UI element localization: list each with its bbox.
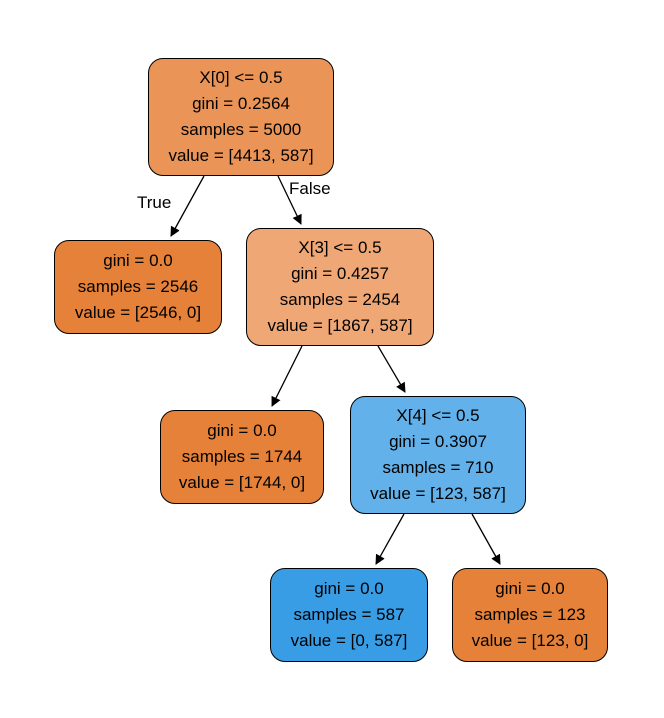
edge-rr-rrr — [471, 513, 501, 565]
node-text-line: value = [2546, 0] — [74, 303, 202, 322]
node-text-line: value = [4413, 587] — [168, 146, 314, 165]
node-text-line: value = [123, 0] — [471, 631, 589, 650]
node-text-line: samples = 123 — [474, 605, 586, 624]
node-text-line: samples = 710 — [382, 458, 494, 477]
node-text-line: samples = 587 — [293, 605, 405, 624]
node-text-line: gini = 0.0 — [495, 579, 565, 598]
edge-rr-rrl — [375, 513, 405, 565]
node-text-line: samples = 2454 — [279, 290, 401, 309]
node-text-line: X[0] <= 0.5 — [199, 68, 283, 87]
node-text-line: samples = 1744 — [181, 447, 303, 466]
tree-node-root: X[0] <= 0.5 gini = 0.2564 samples = 5000 va… — [148, 58, 334, 176]
node-text-line: samples = 2546 — [77, 277, 199, 296]
node-text-line: gini = 0.0 — [207, 421, 277, 440]
node-text-line: gini = 0.3907 — [389, 432, 487, 451]
edge-root-left — [170, 175, 205, 237]
tree-node-rl: gini = 0.0 samples = 1744 value = [1744, 0… — [160, 410, 324, 504]
edge-label-false: False — [289, 179, 331, 198]
node-text-line: value = [1744, 0] — [178, 473, 306, 492]
edge-root-right — [277, 175, 302, 225]
node-text-line: value = [1867, 587] — [267, 316, 413, 335]
edge-right-rr — [377, 345, 406, 393]
node-text-line: value = [0, 587] — [290, 631, 408, 650]
node-text-line: value = [123, 587] — [370, 484, 506, 503]
node-text-line: X[4] <= 0.5 — [396, 406, 480, 425]
tree-node-right: X[3] <= 0.5 gini = 0.4257 samples = 2454 va… — [246, 228, 434, 346]
edge-label-true: True — [137, 193, 172, 212]
node-text-line: gini = 0.0 — [103, 251, 173, 270]
node-text-line: gini = 0.4257 — [291, 264, 389, 283]
tree-node-rrr: gini = 0.0 samples = 123 value = [123, 0] — [452, 568, 608, 662]
tree-node-rrl: gini = 0.0 samples = 587 value = [0, 587] — [270, 568, 428, 662]
node-text-line: gini = 0.0 — [314, 579, 384, 598]
tree-node-rr: X[4] <= 0.5 gini = 0.3907 samples = 710 val… — [350, 396, 526, 514]
tree-node-left: gini = 0.0 samples = 2546 value = [2546, 0… — [54, 240, 222, 334]
node-text-line: gini = 0.2564 — [192, 94, 290, 113]
node-text-line: samples = 5000 — [180, 120, 302, 139]
node-text-line: X[3] <= 0.5 — [298, 238, 382, 257]
edge-right-rl — [271, 345, 303, 407]
